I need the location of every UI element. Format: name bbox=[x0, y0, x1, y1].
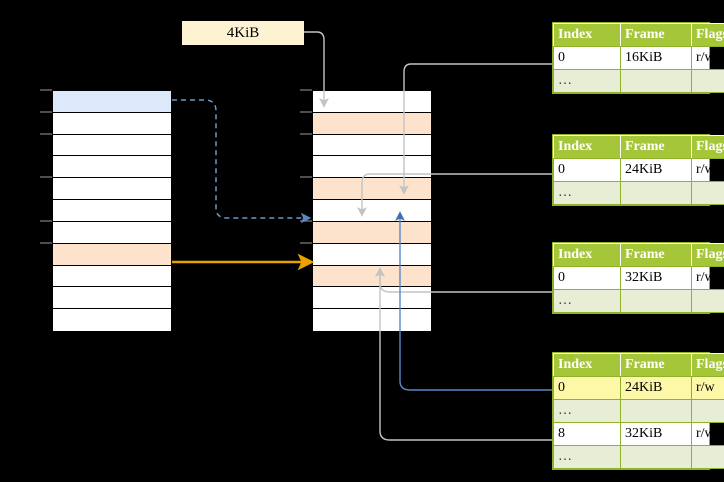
cell-frame bbox=[620, 289, 692, 313]
memory-row bbox=[313, 221, 431, 244]
memory-row bbox=[53, 134, 171, 157]
cell-flags bbox=[691, 181, 724, 205]
table-row: … bbox=[553, 445, 724, 469]
column-header-flags: Flags bbox=[691, 243, 724, 267]
cell-index: 0 bbox=[553, 266, 621, 290]
column-header-frame: Frame bbox=[620, 135, 692, 159]
cell-index: … bbox=[553, 69, 621, 93]
table-row: … bbox=[553, 181, 724, 205]
memory-row bbox=[313, 265, 431, 288]
cell-index: 0 bbox=[553, 46, 621, 70]
cell-flags bbox=[691, 289, 724, 313]
column-header-flags: Flags bbox=[691, 353, 724, 377]
column-header-frame: Frame bbox=[620, 353, 692, 377]
table-row: … bbox=[553, 399, 724, 423]
column-header-index: Index bbox=[553, 243, 621, 267]
arrow-left-row1-to-middle-row7 bbox=[172, 99, 312, 224]
column-header-index: Index bbox=[553, 353, 621, 377]
middle-column-ticks bbox=[300, 89, 312, 244]
cell-flags bbox=[691, 445, 724, 469]
page-table-1: IndexFrameFlags016KiBr/w… bbox=[552, 22, 724, 94]
cell-index: 0 bbox=[553, 376, 621, 400]
cell-index: 8 bbox=[553, 422, 621, 446]
memory-row bbox=[53, 243, 171, 266]
table-row: … bbox=[553, 69, 724, 93]
cell-frame: 24KiB bbox=[620, 376, 692, 400]
memory-row bbox=[313, 134, 431, 157]
memory-row bbox=[53, 156, 171, 179]
memory-row bbox=[313, 156, 431, 179]
left-column-ticks bbox=[40, 89, 52, 244]
memory-row bbox=[53, 200, 171, 222]
memory-row bbox=[53, 178, 171, 201]
memory-row bbox=[53, 91, 171, 113]
column-header-flags: Flags bbox=[691, 135, 724, 159]
physical-memory-column bbox=[312, 90, 432, 331]
memory-row bbox=[313, 91, 431, 113]
column-header-flags: Flags bbox=[691, 23, 724, 47]
memory-row bbox=[53, 309, 171, 331]
column-header-frame: Frame bbox=[620, 243, 692, 267]
page-table-4: IndexFrameFlags024KiBr/w…832KiBr/w… bbox=[552, 352, 724, 470]
page-table-3: IndexFrameFlags032KiBr/w… bbox=[553, 243, 724, 313]
memory-row bbox=[313, 287, 431, 310]
cell-flags: r/w bbox=[691, 422, 724, 446]
memory-row bbox=[313, 200, 431, 222]
table-header-row: IndexFrameFlags bbox=[553, 135, 724, 159]
column-header-frame: Frame bbox=[620, 23, 692, 47]
column-header-index: Index bbox=[553, 135, 621, 159]
page-table-2: IndexFrameFlags024KiBr/w… bbox=[553, 135, 724, 205]
cell-index: … bbox=[553, 445, 621, 469]
cell-index: … bbox=[553, 289, 621, 313]
table-header-row: IndexFrameFlags bbox=[553, 243, 724, 267]
cell-flags: r/w bbox=[691, 46, 724, 70]
memory-row bbox=[313, 112, 431, 135]
page-size-label: 4KiB bbox=[182, 21, 304, 45]
cell-frame bbox=[620, 181, 692, 205]
cell-index: 0 bbox=[553, 158, 621, 182]
memory-row bbox=[313, 178, 431, 201]
cell-flags: r/w bbox=[691, 266, 724, 290]
virtual-address-space-column bbox=[52, 90, 172, 331]
memory-row bbox=[53, 265, 171, 288]
cell-frame bbox=[620, 69, 692, 93]
column-header-index: Index bbox=[553, 23, 621, 47]
cell-frame bbox=[620, 445, 692, 469]
page-table-3: IndexFrameFlags032KiBr/w… bbox=[552, 242, 724, 314]
cell-index: … bbox=[553, 181, 621, 205]
table-row: … bbox=[553, 289, 724, 313]
cell-flags bbox=[691, 69, 724, 93]
memory-row bbox=[313, 309, 431, 331]
cell-frame: 24KiB bbox=[620, 158, 692, 182]
cell-flags: r/w bbox=[691, 376, 724, 400]
page-table-2: IndexFrameFlags024KiBr/w… bbox=[552, 134, 724, 206]
memory-row bbox=[53, 221, 171, 244]
memory-row bbox=[313, 243, 431, 266]
table-header-row: IndexFrameFlags bbox=[553, 23, 724, 47]
page-table-1: IndexFrameFlags016KiBr/w… bbox=[553, 23, 724, 93]
cell-frame: 32KiB bbox=[620, 266, 692, 290]
cell-frame: 32KiB bbox=[620, 422, 692, 446]
table-header-row: IndexFrameFlags bbox=[553, 353, 724, 377]
memory-row bbox=[53, 287, 171, 310]
cell-frame bbox=[620, 399, 692, 423]
cell-flags: r/w bbox=[691, 158, 724, 182]
cell-frame: 16KiB bbox=[620, 46, 692, 70]
memory-row bbox=[53, 112, 171, 135]
cell-flags bbox=[691, 399, 724, 423]
page-table-4: IndexFrameFlags024KiBr/w…832KiBr/w… bbox=[553, 353, 724, 469]
cell-index: … bbox=[553, 399, 621, 423]
